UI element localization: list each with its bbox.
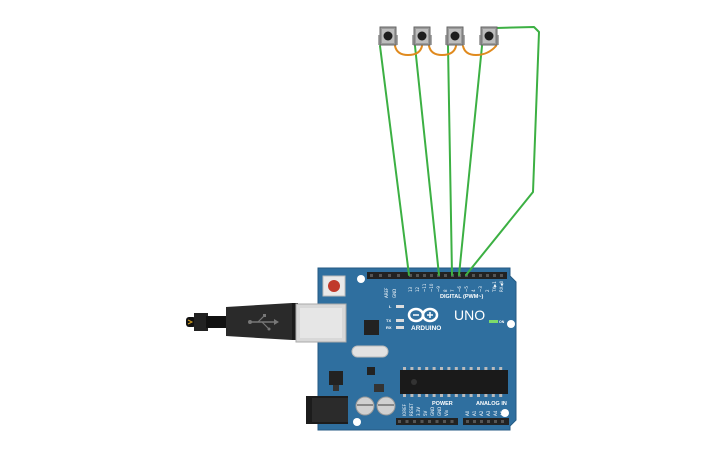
arduino-logo: ARDUINO	[407, 307, 441, 332]
usb-icon	[248, 314, 279, 331]
pin-label: A2	[479, 410, 484, 416]
bridge-wire-3[interactable]	[462, 45, 497, 57]
mount-hole	[501, 409, 509, 417]
bridge-wire-2[interactable]	[428, 45, 457, 57]
pin-label: ~10	[429, 283, 434, 292]
on-label: ON	[499, 320, 505, 324]
pin-label: RESET	[409, 403, 414, 416]
pushbutton-1[interactable]	[378, 26, 398, 46]
pin-label: ~11	[422, 283, 427, 292]
capacitor	[355, 396, 375, 416]
pin-label: 7	[450, 289, 455, 292]
power-jack	[306, 396, 348, 424]
led-label-tx: TX	[386, 318, 391, 323]
led-label-l: L	[389, 304, 392, 309]
pin-label: 4	[471, 289, 476, 292]
analog-label: ANALOG IN	[476, 401, 507, 407]
wire-gnd[interactable]	[465, 26, 540, 276]
pin-label: ~3	[478, 286, 483, 292]
wire-button-2-pin-9[interactable]	[414, 45, 440, 276]
pin-label: 5V	[423, 410, 428, 416]
pushbutton-3[interactable]	[445, 26, 465, 46]
pin-label: A0	[465, 410, 470, 416]
pin-label: A3	[486, 410, 491, 416]
pushbutton-4[interactable]	[479, 26, 499, 46]
pin-label: AREF	[384, 287, 389, 298]
crystal-oscillator	[351, 345, 389, 358]
pin-label: A1	[472, 410, 477, 416]
pin-label: TX▶1	[492, 281, 497, 293]
pin-label: 2	[485, 289, 490, 292]
pin-label: GND	[437, 407, 442, 416]
digital-header-aref	[367, 272, 407, 279]
voltage-regulator	[329, 371, 343, 385]
pin-label: A4	[493, 410, 498, 416]
mount-hole	[357, 275, 365, 283]
bridge-wire-1[interactable]	[394, 45, 423, 57]
pin-label: GND	[430, 407, 435, 416]
power-header	[396, 418, 458, 425]
logo-text: ARDUINO	[411, 325, 441, 332]
usb-chip	[364, 320, 379, 335]
arduino-uno-board[interactable]: L TX RX ON ARDUINO UNO	[295, 267, 517, 431]
pin-label: ~6	[457, 286, 462, 292]
wire-button-4-pin-6[interactable]	[458, 45, 483, 276]
digital-header-main	[407, 272, 507, 279]
pushbutton-2[interactable]	[412, 26, 432, 46]
pin-label: 3.3V	[416, 407, 421, 416]
pin-label: 12	[415, 286, 420, 292]
status-leds: L TX RX	[386, 304, 404, 330]
analog-header	[463, 418, 509, 425]
pin-label: 13	[408, 286, 413, 292]
model-text: UNO	[454, 307, 485, 323]
on-led: ON	[489, 320, 505, 324]
pin-label: A5	[500, 410, 505, 416]
usb-cable[interactable]	[186, 303, 298, 340]
pin-label: RX◀0	[499, 280, 504, 292]
small-chip	[367, 367, 375, 375]
digital-label: DIGITAL (PWM~)	[440, 294, 484, 300]
wire-button-1-pin-13[interactable]	[379, 45, 410, 276]
led-label-rx: RX	[386, 325, 392, 330]
capacitor	[376, 396, 396, 416]
pin-label: GND	[392, 289, 397, 298]
wire-button-3-pin-7[interactable]	[447, 45, 453, 276]
wires[interactable]	[379, 26, 540, 276]
pin-label: ~9	[436, 286, 441, 292]
mount-hole	[507, 320, 515, 328]
mount-hole	[353, 418, 361, 426]
bridge-wires[interactable]	[394, 45, 497, 57]
power-label: POWER	[432, 401, 453, 407]
pin-label: ~5	[464, 286, 469, 292]
pin-label: Vin	[444, 409, 449, 416]
pin-label: IOREF	[402, 403, 407, 416]
reset-button[interactable]	[322, 275, 346, 297]
atmega-chip	[400, 367, 508, 397]
pin-label: 8	[443, 289, 448, 292]
